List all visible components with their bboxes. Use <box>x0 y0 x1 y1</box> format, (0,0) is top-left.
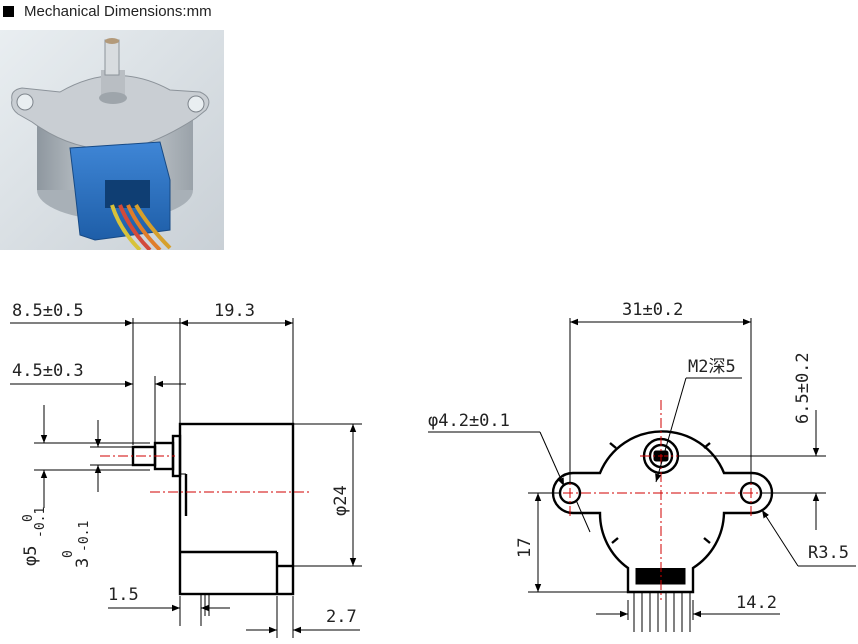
dim-hole-diameter: φ4.2±0.1 <box>428 411 510 431</box>
dim-height: 17 <box>515 538 535 558</box>
front-outline <box>551 430 774 594</box>
dim-shaft-offset: 6.5±0.2 <box>793 352 813 424</box>
dim-tapped-hole: M2深5 <box>688 357 736 377</box>
dim-body-length: 19.3 <box>214 301 255 321</box>
dim-bottom-step: 2.7 <box>326 607 357 627</box>
dim-flat: 3 <box>73 558 93 568</box>
dim-connector-width: 14.2 <box>736 593 777 613</box>
dim-mount-spacing: 31±0.2 <box>622 300 683 320</box>
dim-boss-length: 4.5±0.3 <box>12 361 84 381</box>
motor-photo <box>0 30 224 250</box>
dim-shaft-length: 8.5±0.5 <box>12 301 84 321</box>
dim-radius: R3.5 <box>808 543 849 563</box>
motor-body-outline <box>178 422 295 596</box>
dim-shaft-diameter: φ5 <box>21 546 41 566</box>
dim-shaft-dia-tol-lower: -0.1 <box>33 507 48 538</box>
dim-shaft-dia-tol-upper: 0 <box>21 514 36 522</box>
side-view: 8.5±0.5 19.3 4.5±0.3 φ5 0 -0.1 3 0 -0.1 <box>10 301 362 638</box>
dim-body-diameter: φ24 <box>331 485 351 516</box>
section-title: Mechanical Dimensions:mm <box>24 2 212 20</box>
dim-flat-tol-upper: 0 <box>61 550 76 558</box>
section-header: Mechanical Dimensions:mm <box>0 0 212 22</box>
front-view: 31±0.2 φ4.2±0.1 M2深5 6.5±0.2 17 R3.5 14.… <box>428 300 856 632</box>
bullet-square-icon <box>3 5 14 17</box>
dim-flat-tol-lower: -0.1 <box>77 521 92 552</box>
dim-pin-offset: 1.5 <box>108 585 139 605</box>
